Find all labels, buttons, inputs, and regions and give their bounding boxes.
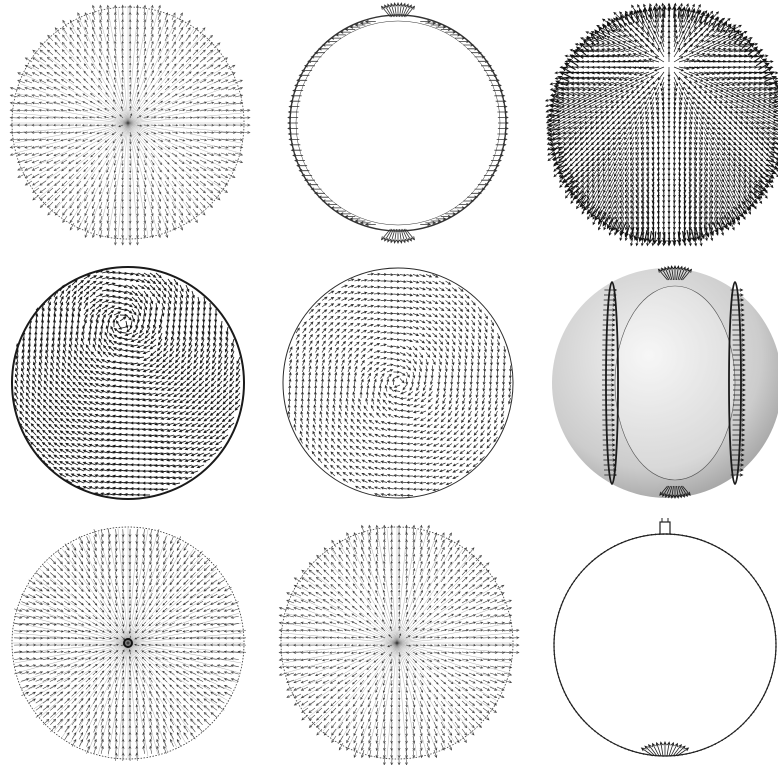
pole-fans	[382, 3, 415, 243]
radial-spokes	[282, 528, 512, 758]
panel-f-svg	[550, 265, 778, 505]
panel-d-svg	[8, 265, 248, 505]
panel-b-rim-ring	[280, 5, 520, 245]
panel-b-svg	[280, 5, 520, 245]
panel-g-radial-inward	[8, 523, 248, 763]
swirl-arrows	[288, 273, 512, 497]
panel-e-swirl-centered	[280, 265, 520, 505]
panel-f-shaded-band	[550, 265, 778, 505]
panel-e-svg	[280, 265, 520, 505]
panel-i-svg	[548, 523, 778, 763]
top-knot	[660, 518, 670, 534]
panel-d-swirl-sphere	[8, 265, 248, 505]
panel-h-svg	[280, 523, 520, 763]
swirl-arrows	[14, 270, 240, 496]
panel-i-thin-ring	[548, 523, 778, 763]
radial-spokes	[13, 528, 243, 758]
panel-a-svg	[8, 5, 248, 245]
panel-h-radial-outward	[280, 523, 520, 763]
panel-c-tilted-sphere	[550, 5, 778, 245]
radial-spokes	[13, 8, 243, 238]
ring	[553, 533, 776, 756]
rim-arrows	[288, 15, 508, 231]
panel-c-svg	[550, 5, 778, 245]
panel-g-svg	[8, 523, 248, 763]
inner-lens	[615, 286, 735, 480]
bottom-fan	[642, 742, 689, 756]
panel-a-radial-outward	[8, 5, 248, 245]
